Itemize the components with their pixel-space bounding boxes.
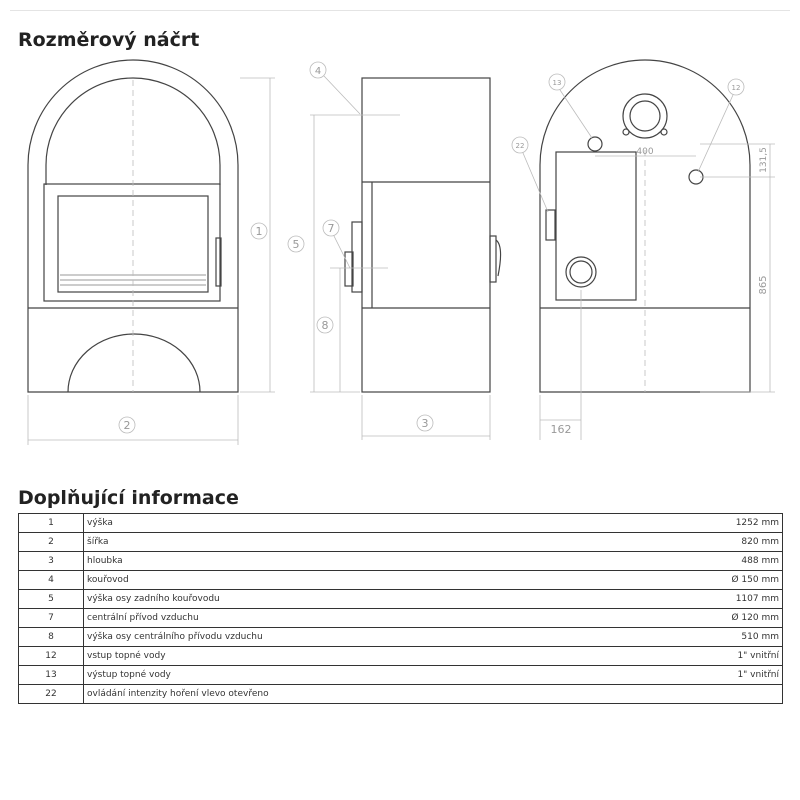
section-title-sketch: Rozměrový náčrt <box>18 29 200 51</box>
rear-view <box>511 59 775 440</box>
table-cell-label: šířka <box>83 532 576 552</box>
callout-2: 2 <box>124 419 131 432</box>
dimension-131-5: 131,5 <box>759 147 769 173</box>
table-cell-value: 510 mm <box>576 627 783 647</box>
table-cell-num: 5 <box>18 589 84 609</box>
callout-12: 12 <box>732 84 741 92</box>
table-cell-label: výška <box>83 513 576 533</box>
table-cell-label: hloubka <box>83 551 576 571</box>
table-cell-num: 13 <box>18 665 84 685</box>
callout-7: 7 <box>328 222 335 235</box>
section-title-info: Doplňující informace <box>18 487 239 509</box>
table-cell-label: výška osy zadního kouřovodu <box>83 589 576 609</box>
table-cell-label: kouřovod <box>83 570 576 590</box>
table-cell-num: 1 <box>18 513 84 533</box>
table-cell-num: 4 <box>18 570 84 590</box>
table-cell-label: ovládání intenzity hoření vlevo otevřeno <box>83 684 576 704</box>
table-cell-label: centrální přívod vzduchu <box>83 608 576 628</box>
table-cell-label: výstup topné vody <box>83 665 576 685</box>
table-cell-value: 1" vnitřní <box>576 646 783 666</box>
dimension-400: 400 <box>636 147 653 157</box>
table-cell-num: 8 <box>18 627 84 647</box>
side-view <box>287 61 502 440</box>
callout-22: 22 <box>516 142 525 150</box>
page-frame <box>10 10 790 791</box>
table-cell-value: 488 mm <box>576 551 783 571</box>
table-cell-value: 1252 mm <box>576 513 783 533</box>
dimension-drawing: 1 2 3 4 5 7 8 12 13 22 400 131,5 865 162 <box>27 59 775 445</box>
dimension-162: 162 <box>551 423 572 436</box>
table-cell-value: Ø 150 mm <box>576 570 783 590</box>
table-cell-num: 7 <box>18 608 84 628</box>
callout-1: 1 <box>256 225 263 238</box>
callout-5: 5 <box>293 238 300 251</box>
table-cell-num: 12 <box>18 646 84 666</box>
callout-8: 8 <box>322 319 329 332</box>
table-cell-label: vstup topné vody <box>83 646 576 666</box>
table-cell-value: 1107 mm <box>576 589 783 609</box>
table-cell-label: výška osy centrálního přívodu vzduchu <box>83 627 576 647</box>
callout-13: 13 <box>553 79 562 87</box>
table-cell-value: Ø 120 mm <box>576 608 783 628</box>
table-cell-num: 22 <box>18 684 84 704</box>
callout-3: 3 <box>422 417 429 430</box>
front-view <box>27 59 275 445</box>
table-cell-value <box>576 684 783 704</box>
dimension-865: 865 <box>758 275 769 294</box>
callout-4: 4 <box>315 66 321 77</box>
table-cell-num: 3 <box>18 551 84 571</box>
table-cell-num: 2 <box>18 532 84 552</box>
table-cell-value: 1" vnitřní <box>576 665 783 685</box>
table-cell-value: 820 mm <box>576 532 783 552</box>
